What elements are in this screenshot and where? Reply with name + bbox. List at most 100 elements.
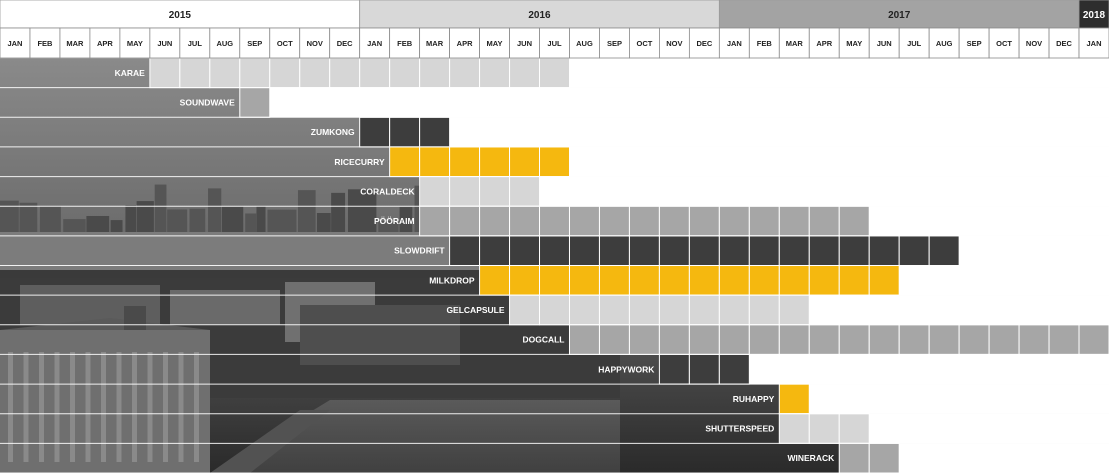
month-cell	[269, 27, 301, 59]
bar-cell	[718, 235, 750, 267]
bar-cell	[509, 146, 541, 178]
bar-cell	[449, 235, 481, 267]
photo-skyline-building	[297, 190, 316, 232]
year-label: 2018	[1083, 10, 1106, 21]
photo-column	[23, 352, 29, 462]
photo-skyline-building	[154, 184, 167, 232]
photo-column	[54, 352, 60, 462]
row-background	[569, 146, 1109, 177]
bar-cell	[479, 235, 511, 267]
bar-cell	[628, 205, 660, 237]
bar-cell	[838, 324, 870, 355]
photo-column	[132, 352, 137, 462]
month-label: OCT	[996, 39, 1012, 48]
month-cell	[359, 27, 391, 59]
month-cell	[509, 27, 540, 59]
photo-building	[170, 290, 280, 325]
bar-cell	[389, 146, 421, 178]
bar-cell	[688, 324, 720, 355]
month-cell	[569, 27, 600, 59]
month-label: SEP	[967, 39, 982, 48]
month-label: FEB	[397, 39, 413, 48]
photo-skyline-building	[256, 206, 266, 232]
month-label: MAY	[846, 39, 862, 48]
month-label: MAR	[426, 39, 444, 48]
month-label: AUG	[216, 39, 233, 48]
photo-skyline-building	[331, 192, 346, 232]
month-cell	[1018, 27, 1050, 59]
bar-cell	[898, 235, 930, 267]
bar-cell	[269, 57, 301, 89]
bar-cell	[539, 294, 570, 326]
bar-cell	[539, 235, 570, 267]
bar-cell	[958, 324, 990, 355]
month-cell	[629, 27, 660, 59]
bar-cell	[808, 205, 840, 237]
month-cell	[988, 27, 1020, 59]
bar-cell	[658, 353, 690, 385]
month-label: APR	[816, 39, 832, 48]
bar-cell	[928, 324, 960, 355]
month-cell	[59, 27, 91, 59]
month-label: APR	[457, 39, 473, 48]
bar-cell	[628, 324, 660, 355]
bar-label: MILKDROP	[429, 275, 475, 285]
row-background	[869, 206, 1109, 236]
month-label: JUL	[907, 39, 922, 48]
bar-cell	[359, 57, 391, 89]
month-label: AUG	[936, 39, 953, 48]
row-background	[809, 295, 1109, 325]
bar-cell	[419, 57, 451, 89]
year-label: 2016	[528, 10, 551, 21]
photo-column	[85, 352, 91, 462]
bar-cell	[628, 265, 660, 296]
bar-cell	[808, 235, 840, 267]
photo-skyline-building	[86, 215, 110, 232]
month-label: JAN	[727, 39, 742, 48]
photo-skyline-building	[19, 202, 38, 232]
month-cell	[89, 27, 121, 59]
photo-main-roof	[0, 318, 210, 330]
bar-cell	[808, 324, 840, 355]
bar-cell	[299, 57, 331, 89]
bar-cell	[509, 294, 541, 326]
month-label: FEB	[757, 39, 773, 48]
month-cell	[539, 27, 570, 59]
photo-skyline-building	[189, 208, 206, 232]
photo-skyline-building	[221, 206, 244, 232]
row-background	[539, 176, 1109, 207]
row-background	[749, 354, 1109, 385]
bar-cell	[1018, 324, 1050, 355]
bar-cell	[419, 116, 451, 148]
year-cell	[0, 0, 361, 29]
row-background	[899, 265, 1109, 296]
bar-cell	[539, 205, 570, 237]
bar-cell	[688, 235, 720, 267]
month-label: SEP	[247, 39, 262, 48]
bar-label: GELCAPSULE	[446, 305, 504, 315]
month-cell	[688, 27, 720, 59]
photo-column	[116, 352, 122, 462]
bar-cell	[389, 57, 421, 89]
bar-cell	[658, 235, 690, 267]
month-label: OCT	[636, 39, 652, 48]
row-background	[569, 58, 1109, 88]
row-background	[809, 384, 1109, 414]
month-label: DEC	[337, 39, 353, 48]
bar-cell	[838, 442, 870, 473]
month-cell	[299, 27, 331, 59]
bar-cell	[718, 324, 750, 355]
bar-cell	[868, 442, 900, 473]
bars-layer: KARAESOUNDWAVEZUMKONGRICECURRYCORALDECKP…	[0, 57, 1109, 473]
month-cell	[599, 27, 630, 59]
bar-cell	[718, 353, 750, 385]
bar-cell	[209, 57, 241, 89]
year-label: 2015	[169, 10, 192, 21]
bar-label: RUHAPPY	[733, 394, 775, 404]
bar-cell	[509, 176, 541, 207]
bar-cell	[808, 265, 840, 296]
bar-cell	[419, 205, 451, 237]
photo-column	[178, 352, 184, 462]
bar-cell	[449, 176, 481, 207]
month-cell	[778, 27, 810, 59]
